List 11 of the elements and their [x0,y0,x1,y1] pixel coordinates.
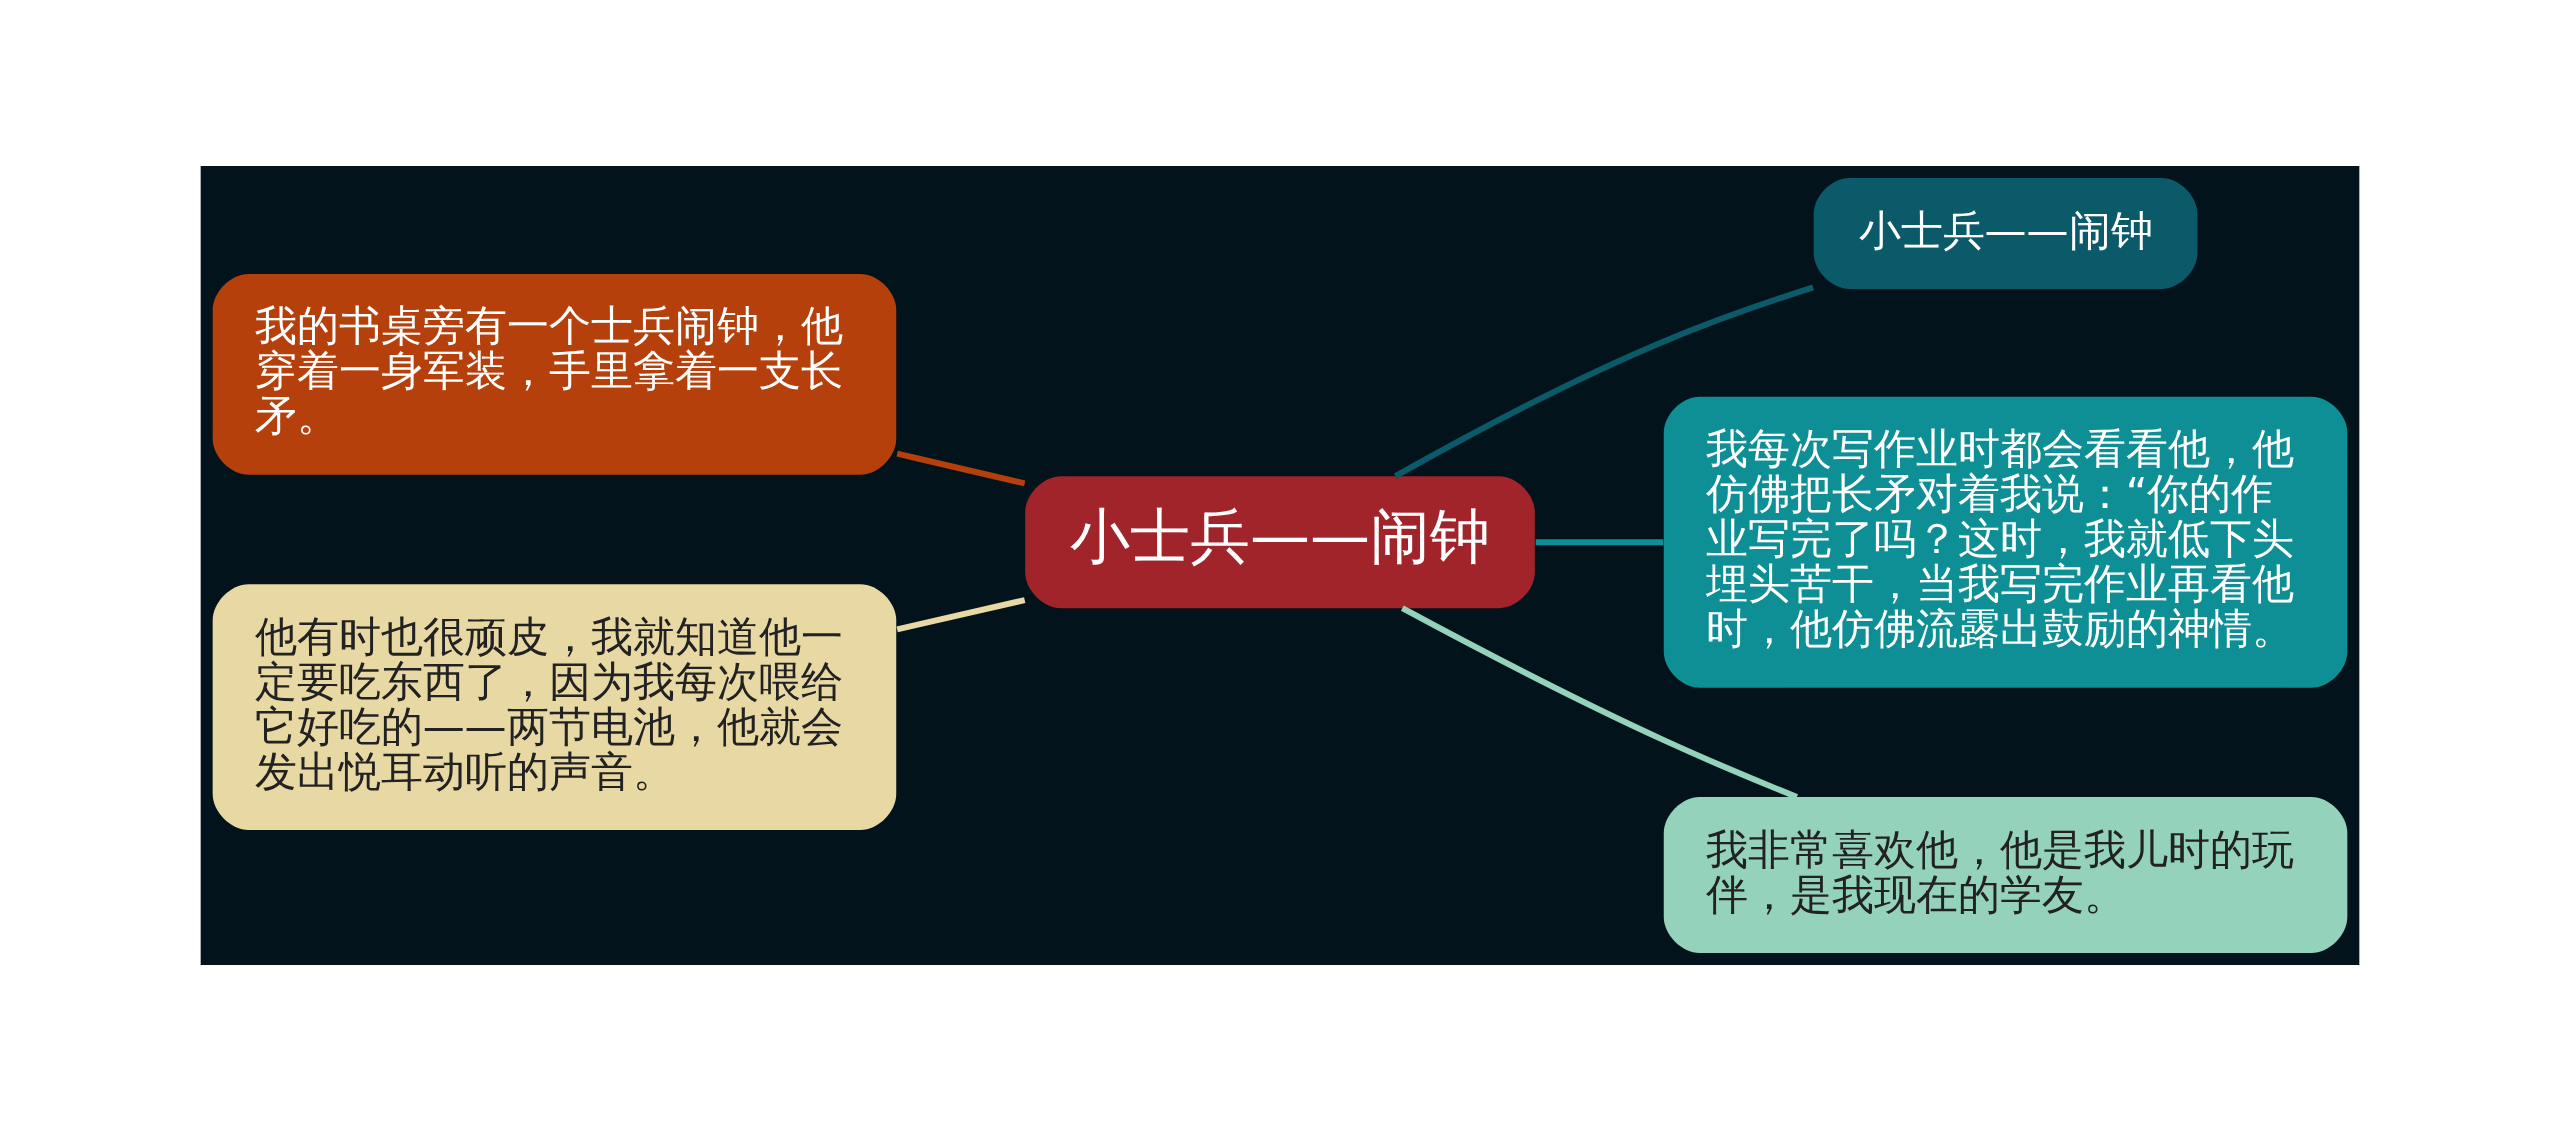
node-box: 小士兵——闹钟 [1025,476,1535,609]
node-box: 他有时也很顽皮，我就知道他一定要吃东西了，因为我每次喂给它好吃的——两节电池，他就会发出悦耳动听的声音。 [212,584,897,831]
node-box: 我非常喜欢他，他是我儿时的玩伴，是我现在的学友。 [1663,797,2348,953]
connector [896,450,1026,487]
connector [1535,539,1664,546]
node-box: 我的书桌旁有一个士兵闹钟，他穿着一身军装，手里拿着一支长矛。 [212,273,897,475]
connector [1400,605,1799,800]
node-box: 小士兵——闹钟 [1813,178,2198,289]
node-box: 我每次写作业时都会看看他，他仿佛把长矛对着我说：“你的作业写完了吗？这时，我就低下头埋头苦干，当我写完作业再看他时，他仿佛流露出鼓励的神情。 [1663,396,2348,688]
connector [896,597,1026,633]
connector [1393,284,1815,479]
